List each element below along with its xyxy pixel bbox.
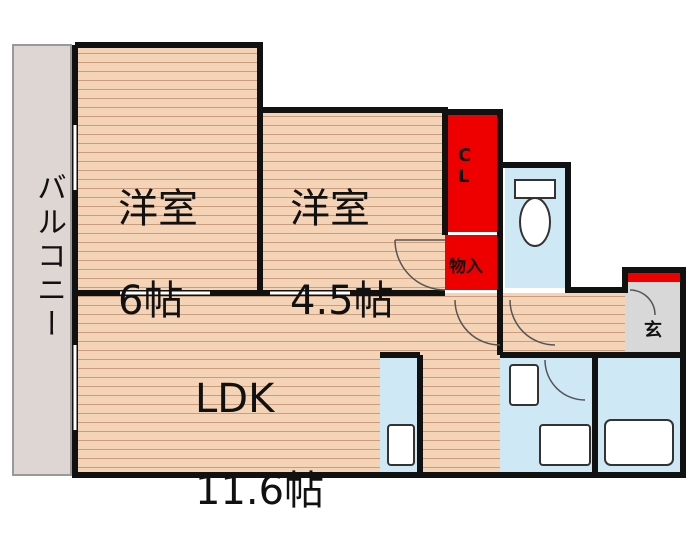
toilet-bowl-icon [519, 197, 551, 247]
room-size: 4.5帖 [290, 278, 394, 324]
closet-label: CL [458, 145, 476, 187]
room-label-western-6: 洋室 6帖 [118, 140, 198, 370]
ldk-room [75, 293, 500, 475]
entrance [625, 270, 680, 355]
balcony-label: バルコニー [31, 172, 66, 342]
washbasin-icon [539, 424, 591, 466]
hallway [500, 293, 625, 355]
bathtub-icon [604, 419, 674, 466]
washing-machine-icon [509, 364, 539, 406]
entrance-label: 玄 [644, 320, 662, 341]
door-swings [394, 239, 656, 401]
room-label-ldk: LDK 11.6帖 [195, 330, 324, 560]
storage-label: 物入 [449, 257, 483, 277]
room-label-western-4-5: 洋室 4.5帖 [290, 140, 394, 370]
toilet-tank-icon [514, 179, 556, 199]
storage [445, 235, 500, 290]
room-name: LDK [195, 376, 275, 422]
western-room-4-5 [260, 112, 445, 293]
room-size: 11.6帖 [195, 468, 325, 514]
room-name: 洋室 [118, 186, 198, 232]
floor-plan [12, 42, 686, 478]
room-name: 洋室 [290, 186, 370, 232]
room-size: 6帖 [118, 278, 184, 324]
closet [445, 112, 500, 232]
balcony [12, 44, 72, 476]
sink-icon [387, 424, 415, 466]
windows [73, 125, 350, 430]
western-room-6 [75, 45, 260, 293]
